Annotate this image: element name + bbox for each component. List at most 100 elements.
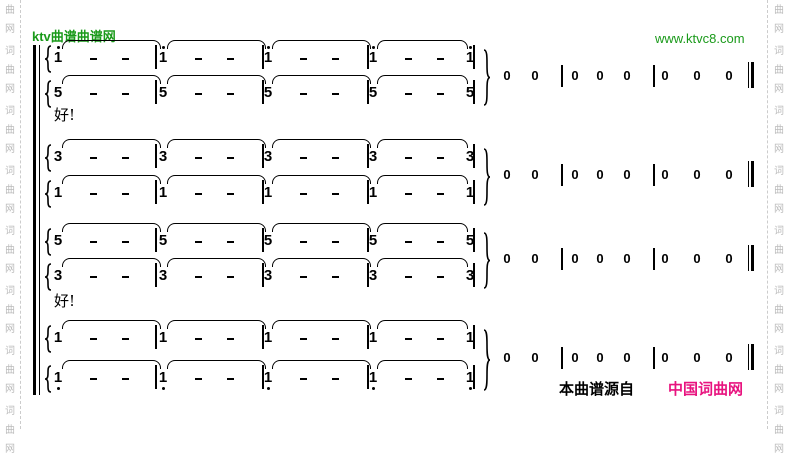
dash <box>227 93 234 95</box>
note: 1 <box>53 184 63 201</box>
note: 3 <box>465 148 475 165</box>
barline <box>155 325 157 349</box>
dash <box>122 93 129 95</box>
dash <box>300 378 307 380</box>
dash <box>332 193 339 195</box>
note: 1 <box>263 369 273 386</box>
dash <box>90 338 97 340</box>
dash <box>227 241 234 243</box>
note: 3 <box>368 267 378 284</box>
tie <box>62 223 161 232</box>
rest: 0 <box>503 350 511 365</box>
dash <box>405 276 412 278</box>
dash <box>437 58 444 60</box>
note: 5 <box>53 84 63 101</box>
right-margin-line <box>767 0 768 429</box>
barline <box>367 325 369 349</box>
dash <box>332 378 339 380</box>
final-barline <box>751 344 754 370</box>
dash <box>90 378 97 380</box>
dash <box>195 378 202 380</box>
final-barline <box>751 61 754 88</box>
brace-icon <box>44 180 52 208</box>
rest: 0 <box>571 250 579 266</box>
barline <box>262 228 264 252</box>
note: 1 <box>368 329 378 346</box>
side-watermark: 词曲网 <box>5 286 15 335</box>
tie <box>167 360 266 369</box>
brace-icon <box>44 228 52 256</box>
dash <box>227 58 234 60</box>
side-watermark: 词曲网 <box>5 46 15 95</box>
note: 5 <box>368 232 378 249</box>
barline <box>367 144 369 168</box>
dash <box>332 93 339 95</box>
side-watermark: 词曲网 <box>774 5 784 35</box>
tie <box>377 223 468 232</box>
rest: 0 <box>693 67 701 83</box>
dash <box>332 157 339 159</box>
tie <box>272 175 371 184</box>
source-site-link[interactable]: 中国词曲网 <box>668 381 744 398</box>
barline <box>473 144 475 168</box>
barline <box>367 80 369 104</box>
barline <box>473 45 475 69</box>
tie <box>167 40 266 49</box>
dash <box>405 241 412 243</box>
dash <box>300 338 307 340</box>
tie <box>272 139 371 148</box>
rest: 0 <box>623 67 631 83</box>
note: 5 <box>263 232 273 249</box>
watermark-url[interactable]: www.ktvc8.com <box>655 31 745 46</box>
rest: 0 <box>725 67 733 83</box>
note: 5 <box>158 232 168 249</box>
note: 1 <box>263 49 273 66</box>
dash <box>227 378 234 380</box>
rest: 0 <box>596 350 604 365</box>
dash <box>90 157 97 159</box>
high-octave-dot <box>162 46 165 49</box>
note: 3 <box>368 148 378 165</box>
dash <box>195 276 202 278</box>
tie <box>272 320 371 329</box>
dash <box>405 338 412 340</box>
rest: 0 <box>596 67 604 83</box>
dash <box>227 338 234 340</box>
dash <box>437 241 444 243</box>
dash <box>195 241 202 243</box>
note: 5 <box>263 84 273 101</box>
rest: 0 <box>661 67 669 83</box>
side-watermark: 词曲网 <box>774 166 784 215</box>
dash <box>437 93 444 95</box>
lyric: 好! <box>54 106 76 124</box>
dash <box>90 193 97 195</box>
rest: 0 <box>596 167 604 182</box>
rest: 0 <box>693 167 701 182</box>
tie <box>377 320 468 329</box>
note: 1 <box>368 369 378 386</box>
dash <box>300 157 307 159</box>
barline <box>473 263 475 287</box>
dash <box>90 58 97 60</box>
barline <box>561 347 563 369</box>
barline <box>262 144 264 168</box>
side-watermark: 词曲网 <box>774 286 784 335</box>
brace-right-icon <box>483 329 491 391</box>
barline <box>473 180 475 204</box>
side-watermark: 词曲网 <box>5 226 15 275</box>
dash <box>227 193 234 195</box>
barline <box>262 325 264 349</box>
note: 5 <box>465 84 475 101</box>
note: 3 <box>158 267 168 284</box>
dash <box>437 193 444 195</box>
note: 3 <box>263 267 273 284</box>
barline <box>155 228 157 252</box>
rest: 0 <box>503 67 511 83</box>
dash <box>332 241 339 243</box>
note: 1 <box>465 184 475 201</box>
barline <box>155 80 157 104</box>
note: 5 <box>368 84 378 101</box>
barline <box>561 64 563 87</box>
tie <box>167 320 266 329</box>
rest: 0 <box>661 250 669 266</box>
